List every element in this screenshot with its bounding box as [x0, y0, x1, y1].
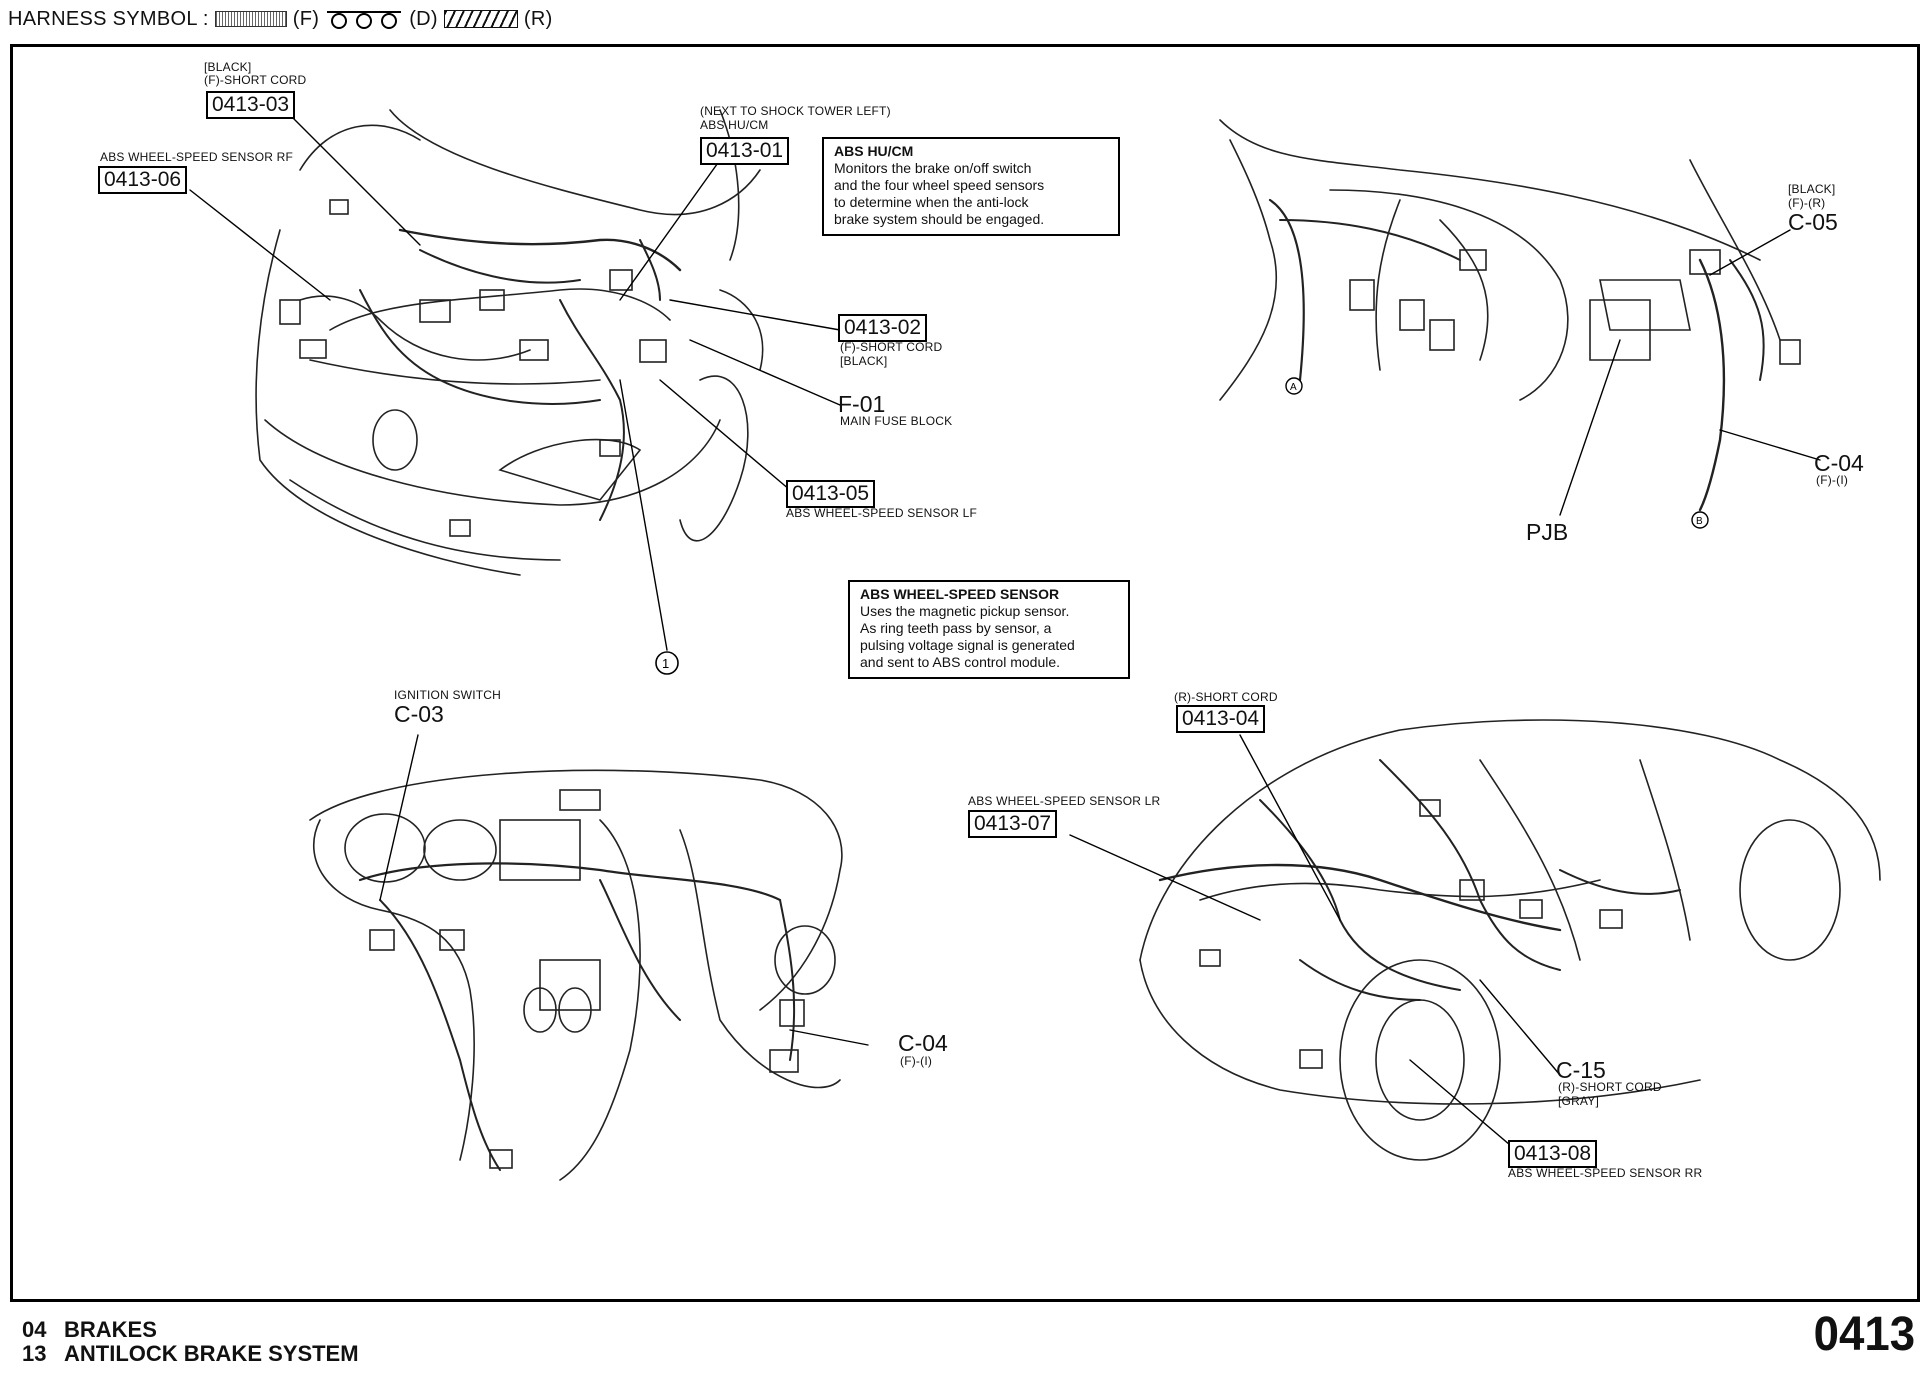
circle-a-label: A — [1290, 382, 1297, 393]
connector-0413-08: 0413-08 — [1508, 1140, 1598, 1168]
legend-f-label: (F) — [292, 7, 320, 30]
pjb-label: PJB — [1526, 519, 1569, 545]
diagram-frame — [10, 44, 1920, 1302]
circle-b-label: B — [1696, 516, 1703, 527]
vehicle-rear-illustration — [1139, 719, 1881, 1161]
connector-c-04-dash: C-04 — [898, 1030, 948, 1056]
leader-lines — [189, 114, 1821, 1146]
connector-f-01: F-01 — [838, 391, 886, 417]
abs-hucm-note-line: to determine when the anti-lock — [834, 194, 1029, 210]
c-04-dash-type: (F)-(I) — [900, 1054, 933, 1068]
abs-hucm-note-line: brake system should be engaged. — [834, 211, 1045, 227]
c0413-06-desc: ABS WHEEL-SPEED SENSOR RF — [100, 150, 294, 164]
legend-r-label: (R) — [523, 7, 553, 30]
abs-hucm-note: ABS HU/CM Monitors the brake on/off swit… — [822, 137, 1120, 236]
page-number: 0413 — [1813, 1308, 1916, 1361]
connector-0413-04: 0413-04 — [1176, 705, 1266, 733]
c-15-color: [GRAY] — [1558, 1094, 1599, 1108]
legend-d-label: (D) — [409, 7, 438, 30]
harness-symbol-legend: HARNESS SYMBOL : (F) (D) (R) — [8, 2, 553, 36]
c-15-type: (R)-SHORT CORD — [1558, 1080, 1662, 1094]
cowl-pjb-illustration — [1219, 119, 1801, 512]
c-05-type: (F)-(R) — [1788, 196, 1826, 210]
subsection-name: ANTILOCK BRAKE SYSTEM — [64, 1341, 359, 1366]
legend-title: HARNESS SYMBOL : — [8, 7, 209, 30]
section-number: 04 — [22, 1317, 47, 1342]
connector-0413-01: 0413-01 — [700, 137, 790, 165]
circle-1-label: 1 — [662, 656, 669, 671]
c0413-01-desc: ABS HU/CM — [700, 118, 769, 132]
c0413-01-location: (NEXT TO SHOCK TOWER LEFT) — [700, 104, 891, 118]
section-title: 04 BRAKES 13 ANTILOCK BRAKE SYSTEM — [22, 1318, 359, 1366]
c0413-03-type: (F)-SHORT CORD — [204, 73, 307, 87]
connector-0413-03: 0413-03 — [206, 91, 296, 119]
abs-hucm-note-line: and the four wheel speed sensors — [834, 177, 1045, 193]
abs-hucm-note-title: ABS HU/CM — [834, 143, 914, 159]
circle-callout-b — [1691, 511, 1709, 529]
c0413-02-color: [BLACK] — [840, 354, 888, 368]
subsection-number: 13 — [22, 1341, 47, 1366]
c0413-05-desc: ABS WHEEL-SPEED SENSOR LF — [786, 506, 978, 520]
connector-0413-02: 0413-02 — [838, 314, 928, 342]
c0413-07-desc: ABS WHEEL-SPEED SENSOR LR — [968, 794, 1161, 808]
connector-c-05: C-05 — [1788, 209, 1838, 235]
connector-0413-06: 0413-06 — [98, 166, 188, 194]
c0413-03-color: [BLACK] — [204, 60, 252, 74]
dash-harness-symbol — [327, 11, 402, 29]
circle-callout-a — [1285, 377, 1303, 395]
connector-c-03: C-03 — [394, 701, 444, 727]
c0413-04-type: (R)-SHORT CORD — [1174, 690, 1278, 704]
connector-c-04-cowl: C-04 — [1814, 450, 1864, 476]
c0413-02-type: (F)-SHORT CORD — [840, 340, 943, 354]
c0413-08-desc: ABS WHEEL-SPEED SENSOR RR — [1508, 1166, 1703, 1180]
dashboard-illustration — [309, 769, 843, 1181]
abs-wheel-speed-sensor-note: ABS WHEEL-SPEED SENSOR Uses the magnetic… — [848, 580, 1130, 679]
circle-callout-1 — [655, 651, 679, 675]
c-03-desc: IGNITION SWITCH — [394, 688, 501, 702]
rear-harness-symbol — [443, 10, 518, 28]
c-04-cowl-type: (F)-(I) — [1816, 473, 1849, 487]
sensor-note-line: Uses the magnetic pickup sensor. — [860, 603, 1070, 619]
sensor-note-line: and sent to ABS control module. — [860, 654, 1061, 670]
sensor-note-line: As ring teeth pass by sensor, a — [860, 620, 1052, 636]
connector-c-15: C-15 — [1556, 1057, 1606, 1083]
front-harness-symbol — [214, 11, 287, 27]
section-name: BRAKES — [64, 1317, 157, 1342]
engine-bay-illustration — [255, 109, 764, 576]
connector-0413-07: 0413-07 — [968, 810, 1058, 838]
f-01-desc: MAIN FUSE BLOCK — [840, 414, 953, 428]
sensor-note-title: ABS WHEEL-SPEED SENSOR — [860, 586, 1060, 602]
connector-0413-05: 0413-05 — [786, 480, 876, 508]
abs-hucm-note-line: Monitors the brake on/off switch — [834, 160, 1032, 176]
sensor-note-line: pulsing voltage signal is generated — [860, 637, 1075, 653]
c-05-color: [BLACK] — [1788, 182, 1836, 196]
